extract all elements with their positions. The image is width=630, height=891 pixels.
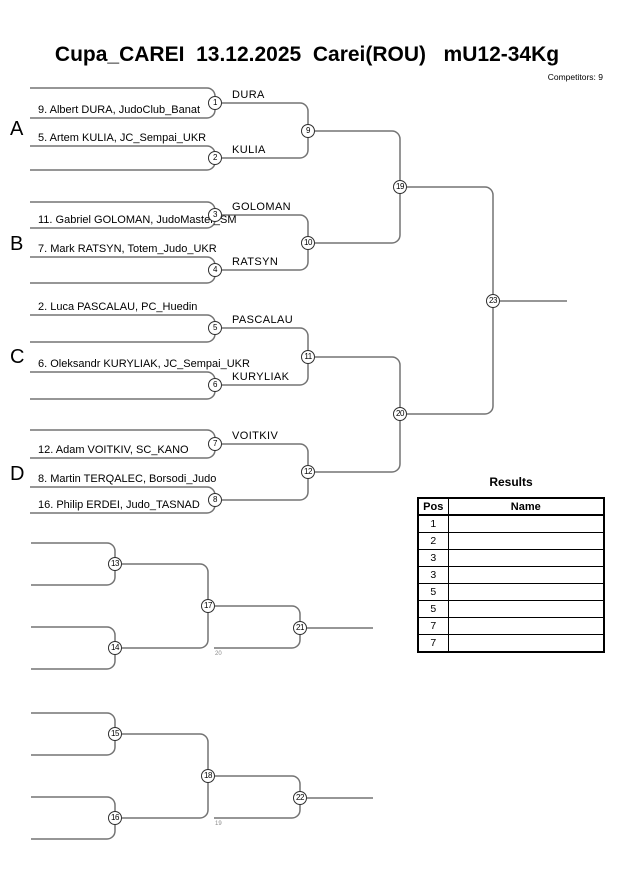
- result-pos: 3: [417, 549, 449, 567]
- match-23-badge: 23: [486, 294, 500, 308]
- results-row: 7: [417, 617, 605, 635]
- result-name: [447, 532, 605, 550]
- results-title: Results: [489, 475, 533, 489]
- match-17-badge: 17: [201, 599, 215, 613]
- result-pos: 5: [417, 600, 449, 618]
- repechage-2-lines: [31, 712, 373, 840]
- result-pos: 3: [417, 566, 449, 584]
- results-row: 5: [417, 583, 605, 601]
- results-table: Pos Name 1 2 3 3 5: [417, 497, 605, 653]
- match-9-badge: 9: [301, 124, 315, 138]
- match-2-badge: 2: [208, 151, 222, 165]
- results-row: 3: [417, 566, 605, 584]
- winner-label: GOLOMAN: [232, 201, 292, 213]
- result-name: [447, 583, 605, 601]
- competitor-name: 5. Artem KULIA, JC_Sempai_UKR: [38, 132, 207, 144]
- match-15-badge: 15: [108, 727, 122, 741]
- results-row: 2: [417, 532, 605, 550]
- result-name: [447, 514, 605, 533]
- match-7-badge: 7: [208, 437, 222, 451]
- winner-label: VOITKIV: [232, 430, 279, 442]
- match-10-badge: 10: [301, 236, 315, 250]
- match-16-badge: 16: [108, 811, 122, 825]
- loser-ref-19: 19: [215, 821, 222, 827]
- match-11-badge: 11: [301, 350, 315, 364]
- match-22-badge: 22: [293, 791, 307, 805]
- result-name: [447, 566, 605, 584]
- result-name: [447, 617, 605, 635]
- match-18-badge: 18: [201, 769, 215, 783]
- result-name: [447, 634, 605, 653]
- group-label-d: D: [10, 463, 25, 485]
- repechage-1-lines: [31, 542, 373, 670]
- match-12-badge: 12: [301, 465, 315, 479]
- results-row: 3: [417, 549, 605, 567]
- winner-label: KURYLIAK: [232, 371, 290, 383]
- match-3-badge: 3: [208, 208, 222, 222]
- winner-label: DURA: [232, 89, 265, 101]
- match-14-badge: 14: [108, 641, 122, 655]
- match-21-badge: 21: [293, 621, 307, 635]
- match-5-badge: 5: [208, 321, 222, 335]
- competitor-name: 7. Mark RATSYN, Totem_Judo_UKR: [38, 243, 217, 255]
- match-1-badge: 1: [208, 96, 222, 110]
- result-name: [447, 549, 605, 567]
- group-label-c: C: [10, 346, 25, 368]
- group-label-a: A: [10, 118, 24, 140]
- match-20-badge: 20: [393, 407, 407, 421]
- result-pos: 2: [417, 532, 449, 550]
- main-bracket-winner-lines: [222, 102, 567, 501]
- match-6-badge: 6: [208, 378, 222, 392]
- match-19-badge: 19: [393, 180, 407, 194]
- results-col-pos: Pos: [417, 497, 449, 516]
- result-pos: 1: [417, 514, 449, 533]
- results-row: 7: [417, 634, 605, 653]
- match-8-badge: 8: [208, 493, 222, 507]
- results-col-name: Name: [447, 497, 605, 516]
- competitors-count: Competitors: 9: [547, 72, 603, 82]
- results-row: 5: [417, 600, 605, 618]
- results-row: 1: [417, 514, 605, 533]
- competitor-name: 11. Gabriel GOLOMAN, JudoMaster_SM: [38, 214, 237, 226]
- match-4-badge: 4: [208, 263, 222, 277]
- winner-label: RATSYN: [232, 256, 279, 268]
- loser-ref-20: 20: [215, 651, 222, 657]
- competitor-name: 6. Oleksandr KURYLIAK, JC_Sempai_UKR: [38, 358, 250, 370]
- result-pos: 5: [417, 583, 449, 601]
- page-title: Cupa_CAREI 13.12.2025 Carei(ROU) mU12-34…: [54, 43, 560, 66]
- competitor-name: 8. Martin TERQALEC, Borsodi_Judo: [38, 473, 217, 485]
- result-pos: 7: [417, 617, 449, 635]
- group-label-b: B: [10, 233, 24, 255]
- winner-label: PASCALAU: [232, 314, 294, 326]
- match-13-badge: 13: [108, 557, 122, 571]
- winner-label: KULIA: [232, 144, 266, 156]
- competitor-name: 12. Adam VOITKIV, SC_KANO: [38, 444, 189, 456]
- result-name: [447, 600, 605, 618]
- results-header-row: Pos Name: [417, 497, 605, 516]
- competitor-name: 9. Albert DURA, JudoClub_Banat: [38, 104, 201, 116]
- result-pos: 7: [417, 634, 449, 653]
- competitor-name: 16. Philip ERDEI, Judo_TASNAD: [38, 499, 200, 511]
- competitor-name: 2. Luca PASCALAU, PC_Huedin: [38, 301, 198, 313]
